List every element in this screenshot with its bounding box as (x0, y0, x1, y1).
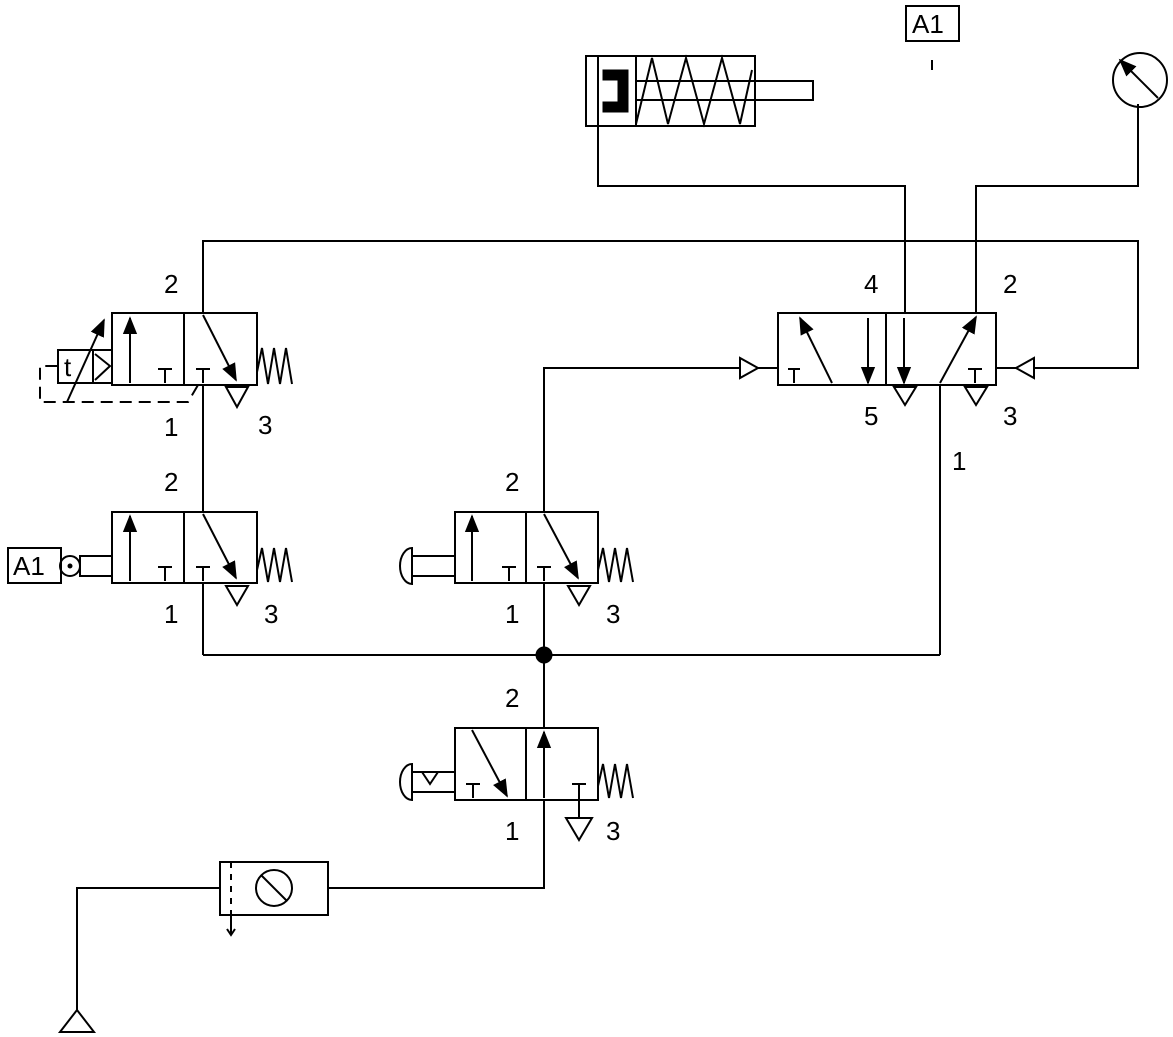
svg-text:4: 4 (864, 269, 878, 299)
pressure-source-icon (57, 1008, 97, 1033)
roller-3-2-valve: A1 2 1 3 (7, 467, 293, 629)
svg-text:1: 1 (952, 446, 966, 476)
pressure-gauge-icon (1112, 52, 1168, 108)
spring-return-cylinder (585, 54, 814, 128)
svg-text:1: 1 (505, 599, 519, 629)
svg-text:3: 3 (258, 410, 272, 440)
svg-text:1: 1 (164, 412, 178, 442)
sensor-tag-a1-top: A1 (905, 5, 960, 70)
main-5-2-valve: 4 2 5 3 1 (739, 269, 1035, 476)
timer-3-2-valve: t 2 1 3 (39, 269, 293, 442)
svg-text:3: 3 (264, 599, 278, 629)
service-unit-icon (219, 861, 329, 937)
svg-text:A1: A1 (912, 9, 944, 39)
svg-text:2: 2 (1003, 269, 1017, 299)
pushbutton-3-2-valve-mid: 2 1 3 (399, 467, 634, 629)
pipe-lines (76, 104, 1139, 1010)
svg-text:3: 3 (606, 816, 620, 846)
svg-text:3: 3 (606, 599, 620, 629)
svg-text:2: 2 (505, 467, 519, 497)
pushbutton-3-2-valve-start: 2 1 3 (399, 683, 634, 846)
svg-text:2: 2 (164, 269, 178, 299)
svg-text:1: 1 (164, 599, 178, 629)
svg-text:5: 5 (864, 401, 878, 431)
junction-node (535, 646, 553, 664)
svg-text:2: 2 (164, 467, 178, 497)
svg-text:t: t (64, 352, 72, 382)
svg-text:1: 1 (505, 816, 519, 846)
svg-text:3: 3 (1003, 401, 1017, 431)
svg-text:2: 2 (505, 683, 519, 713)
svg-text:A1: A1 (13, 551, 45, 581)
